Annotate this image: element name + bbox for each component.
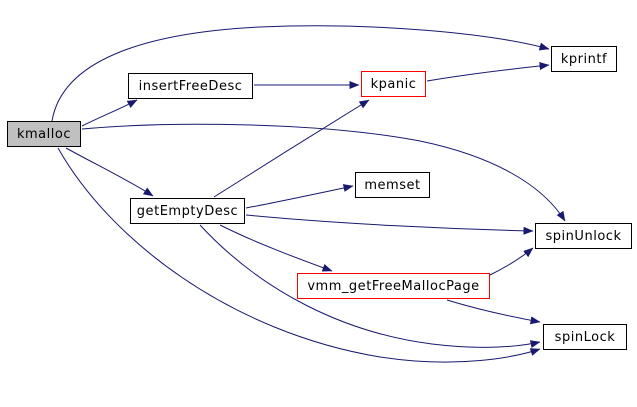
edge-kmalloc-to-spinLock	[57, 147, 541, 363]
edge-vmm_getFreeMallocPage-to-spinUnlock	[489, 247, 534, 276]
node-spinUnlock[interactable]: spinUnlock	[535, 223, 632, 249]
node-spinLock[interactable]: spinLock	[543, 324, 627, 350]
edge-getEmptyDesc-to-kpanic	[213, 99, 370, 198]
edge-kpanic-to-kprintf	[426, 62, 550, 82]
node-vmm_getFreeMallocPage[interactable]: vmm_getFreeMallocPage	[297, 273, 490, 299]
node-getEmptyDesc[interactable]: getEmptyDesc	[130, 198, 245, 224]
node-kprintf[interactable]: kprintf	[551, 46, 617, 72]
node-insertFreeDesc[interactable]: insertFreeDesc	[128, 73, 253, 99]
node-label: kpanic	[370, 76, 417, 92]
edge-getEmptyDesc-to-memset	[245, 184, 354, 209]
edge-kmalloc-to-insertFreeDesc	[81, 99, 138, 127]
node-label: vmm_getFreeMallocPage	[307, 278, 480, 294]
node-label: spinLock	[554, 329, 616, 345]
edge-getEmptyDesc-to-spinUnlock	[245, 214, 534, 235]
node-kpanic[interactable]: kpanic	[361, 71, 426, 97]
node-kmalloc[interactable]: kmalloc	[7, 121, 81, 147]
edge-kmalloc-to-spinUnlock	[81, 123, 566, 222]
edge-kmalloc-to-kprintf	[51, 25, 550, 122]
node-label: kmalloc	[16, 126, 72, 142]
edge-vmm_getFreeMallocPage-to-spinLock	[446, 299, 541, 325]
node-memset[interactable]: memset	[355, 172, 430, 198]
node-label: getEmptyDesc	[136, 203, 239, 219]
edge-getEmptyDesc-to-spinLock	[199, 224, 541, 349]
node-label: insertFreeDesc	[138, 78, 243, 94]
node-label: kprintf	[560, 51, 608, 67]
node-label: memset	[364, 177, 421, 193]
edge-kmalloc-to-getEmptyDesc	[65, 147, 154, 197]
node-label: spinUnlock	[545, 228, 622, 244]
edge-getEmptyDesc-to-vmm_getFreeMallocPage	[219, 224, 333, 272]
